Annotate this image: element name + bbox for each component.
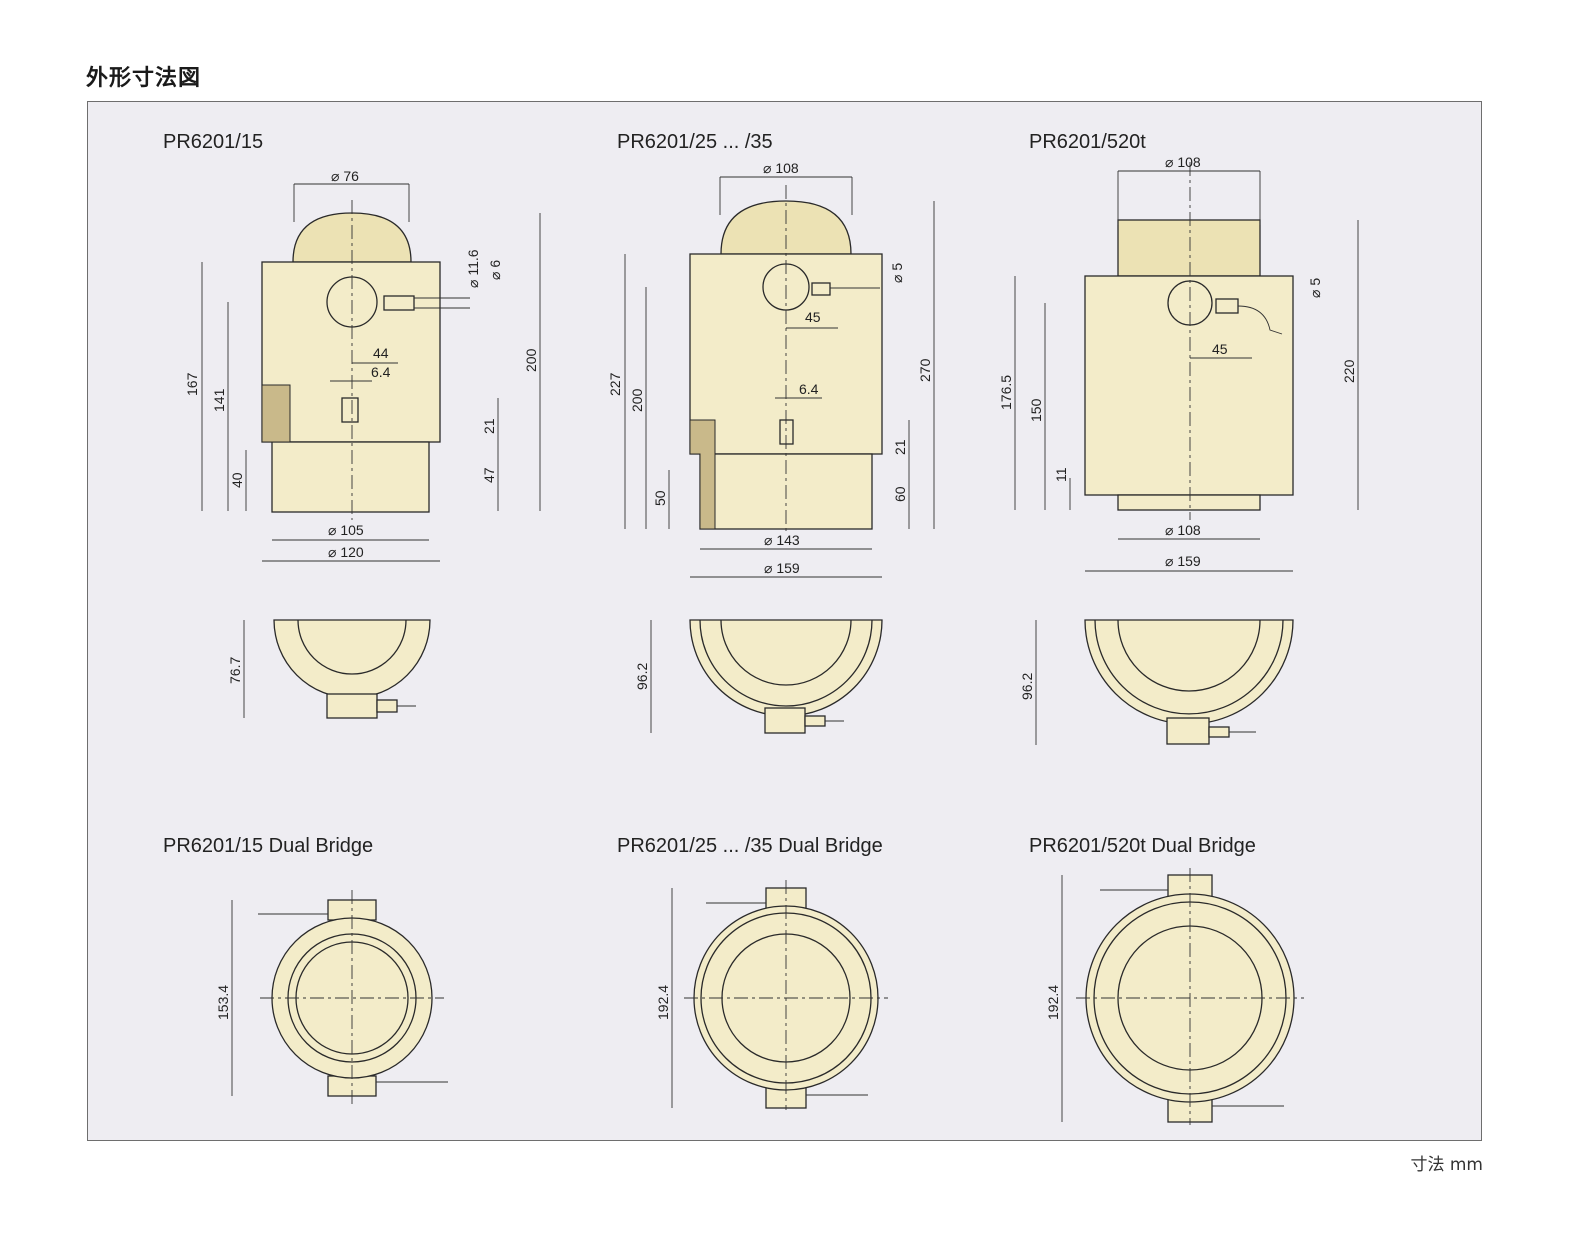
- dim-bottom-dia-520t: ⌀ 108: [1165, 522, 1201, 538]
- model-label-pr6201-520t: PR6201/520t: [1029, 131, 1146, 153]
- dim-flange-dia-25: ⌀ 143: [764, 532, 800, 548]
- page-title: 外形寸法図: [86, 66, 202, 91]
- dim-cable-520t: ⌀ 5: [1307, 278, 1323, 298]
- dual-bridge-view-25-35: 192.4: [655, 880, 888, 1110]
- dim-height-total-520t: 220: [1341, 359, 1357, 383]
- dim-11-520t: 11: [1053, 467, 1069, 482]
- model-label-pr6201-15: PR6201/15: [163, 131, 264, 153]
- dim-21-25: 21: [892, 439, 908, 455]
- dim-dual-depth-520t: 192.4: [1045, 985, 1061, 1020]
- dim-height-body-520t: 176.5: [998, 375, 1014, 410]
- model-label-pr6201-25-35: PR6201/25 ... /35: [617, 131, 773, 153]
- dim-offset-a-520t: 45: [1212, 341, 1228, 357]
- dim-cable-25: ⌀ 5: [889, 263, 905, 283]
- dim-top-dia-25: ⌀ 108: [763, 160, 799, 176]
- dim-cable-b-15: ⌀ 6: [487, 260, 503, 280]
- dim-cable-a-15: ⌀ 11.6: [465, 249, 481, 288]
- dim-height-body-25: 227: [607, 372, 623, 396]
- dim-plan-depth-25: 96.2: [634, 663, 650, 690]
- dual-bridge-view-15: 153.4: [215, 890, 448, 1105]
- plan-view-15: 76.7: [227, 619, 431, 719]
- dual-bridge-label-520t: PR6201/520t Dual Bridge: [1029, 835, 1256, 857]
- dim-21-15: 21: [481, 418, 497, 434]
- dual-bridge-label-25-35: PR6201/25 ... /35 Dual Bridge: [617, 835, 883, 857]
- dim-base-dia-15: ⌀ 120: [328, 544, 364, 560]
- dim-plan-depth-15: 76.7: [227, 657, 243, 684]
- dim-47-15: 47: [481, 467, 497, 483]
- dim-60-25: 60: [892, 486, 908, 502]
- dim-height-base-25: 50: [652, 490, 668, 506]
- dim-base-dia-520t: ⌀ 159: [1165, 553, 1201, 569]
- dim-height-connector-520t: 150: [1028, 398, 1044, 422]
- dim-height-connector-15: 141: [211, 388, 227, 412]
- dim-height-connector-25: 200: [629, 388, 645, 412]
- side-view-pr6201-15: ⌀ 76 167 141 40 200 21 47 ⌀ 11.6 ⌀ 6 44 …: [184, 168, 541, 562]
- dim-dual-depth-25: 192.4: [655, 985, 671, 1020]
- side-view-pr6201-25-35: ⌀ 108 227 200 50 270 21 60 ⌀ 5 45 6.4 ⌀ …: [607, 160, 935, 578]
- dim-base-dia-25: ⌀ 159: [764, 560, 800, 576]
- plan-view-520t: 96.2: [1019, 619, 1294, 745]
- dim-height-total-25: 270: [917, 358, 933, 382]
- dim-dual-depth-15: 153.4: [215, 985, 231, 1020]
- dim-height-total-15: 200: [523, 348, 539, 372]
- dim-offset-b-25: 6.4: [799, 381, 819, 397]
- dim-height-body-15: 167: [184, 372, 200, 396]
- side-view-pr6201-520t: ⌀ 108 176.5 150 11 220 ⌀ 5 45 ⌀ 108 ⌀ 15…: [998, 154, 1359, 572]
- dim-height-base-15: 40: [229, 472, 245, 488]
- dim-top-dia-15: ⌀ 76: [331, 168, 359, 184]
- dim-offset-a-15: 44: [373, 345, 389, 361]
- dual-bridge-view-520t: 192.4: [1045, 868, 1304, 1125]
- dim-offset-b-15: 6.4: [371, 364, 391, 380]
- dim-plan-depth-520t: 96.2: [1019, 673, 1035, 700]
- plan-view-25-35: 96.2: [634, 619, 883, 734]
- dim-top-dia-520t: ⌀ 108: [1165, 154, 1201, 170]
- unit-note: 寸法 mm: [1410, 1155, 1483, 1175]
- dim-offset-a-25: 45: [805, 309, 821, 325]
- dim-flange-dia-15: ⌀ 105: [328, 522, 364, 538]
- dual-bridge-label-15: PR6201/15 Dual Bridge: [163, 835, 374, 857]
